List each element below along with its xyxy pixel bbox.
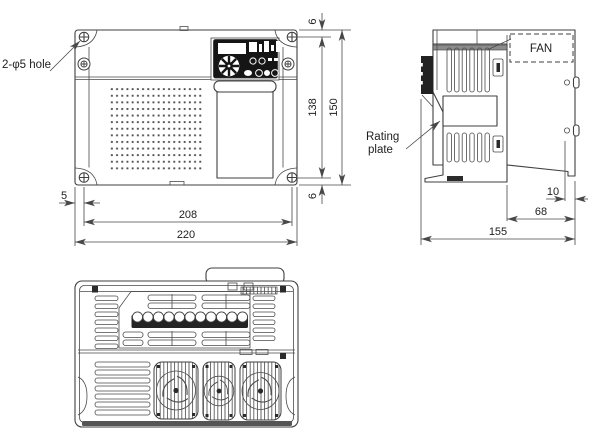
rear-hooks xyxy=(564,76,580,137)
terminal-cover-outline xyxy=(118,291,251,349)
front-view: 6 138 150 6 5 208 220 2-φ5 hole xyxy=(2,13,351,246)
fan-zone: FAN xyxy=(509,33,574,63)
base-band xyxy=(82,421,292,426)
mounting-screw-icon xyxy=(286,31,298,43)
bottom-feet xyxy=(77,376,296,416)
dim-front-hole-pitch-v: 138 xyxy=(307,98,319,116)
cover-screw-icon xyxy=(77,57,91,71)
rating-plate-label-line1: Rating xyxy=(366,131,399,143)
cooling-fans xyxy=(153,361,282,421)
hole-callout: 2-φ5 hole xyxy=(2,40,81,72)
fan-label: FAN xyxy=(530,43,552,55)
dim-front-top-margin: 6 xyxy=(307,18,319,24)
fan-2 xyxy=(202,361,236,421)
rating-plate-callout: Rating plate xyxy=(366,120,441,156)
cover-foot xyxy=(447,176,463,181)
dim-front-hole-pitch-h: 208 xyxy=(179,209,197,221)
dim-front-bottom-margin: 6 xyxy=(307,193,319,199)
dim-front-height: 150 xyxy=(328,98,340,116)
dim-side-rear-hook-depth: 10 xyxy=(547,186,559,198)
rating-plate-label-line2: plate xyxy=(368,144,393,156)
bottom-view xyxy=(74,267,299,428)
top-notch xyxy=(179,26,189,31)
side-dimensions: 10 68 155 xyxy=(420,99,588,245)
dim-front-width: 220 xyxy=(177,229,195,241)
cover-clip-top xyxy=(492,58,504,77)
terminal-slats xyxy=(122,294,251,346)
panel-buttons xyxy=(244,57,279,77)
bottom-seam xyxy=(78,349,295,354)
panel-indicator-glyphs xyxy=(249,41,280,52)
mounting-screw-icon xyxy=(78,31,90,43)
dim-side-depth: 155 xyxy=(489,226,507,238)
mounting-screw-icon xyxy=(286,172,298,183)
front-dimensions: 6 138 150 6 5 208 220 xyxy=(59,13,351,246)
terminal-strip xyxy=(131,311,249,328)
panel-recess xyxy=(210,37,280,81)
setting-dial-icon xyxy=(218,55,240,77)
dim-side-body-depth: 68 xyxy=(535,206,547,218)
cover-clip-bottom xyxy=(492,135,504,153)
corner-pockets xyxy=(75,30,297,185)
fan-1 xyxy=(153,361,199,420)
side-view: FAN Rating plate 10 68 155 xyxy=(366,29,588,245)
heatsink-block xyxy=(420,56,434,108)
mounting-screw-icon xyxy=(78,172,90,183)
operation-panel xyxy=(213,39,280,79)
connector-strip xyxy=(240,286,278,295)
cover-seam xyxy=(75,76,297,80)
vent-dot-grid xyxy=(110,88,203,173)
cover-screw-icon xyxy=(281,57,295,71)
panel-display xyxy=(218,43,246,54)
fan-zone-box xyxy=(509,33,574,63)
fan-3 xyxy=(239,361,282,421)
hole-note-label: 2-φ5 hole xyxy=(2,59,51,71)
rating-plate-rect xyxy=(442,95,498,127)
dim-front-left-margin: 5 xyxy=(61,190,67,202)
front-wiring-cover xyxy=(169,80,277,186)
